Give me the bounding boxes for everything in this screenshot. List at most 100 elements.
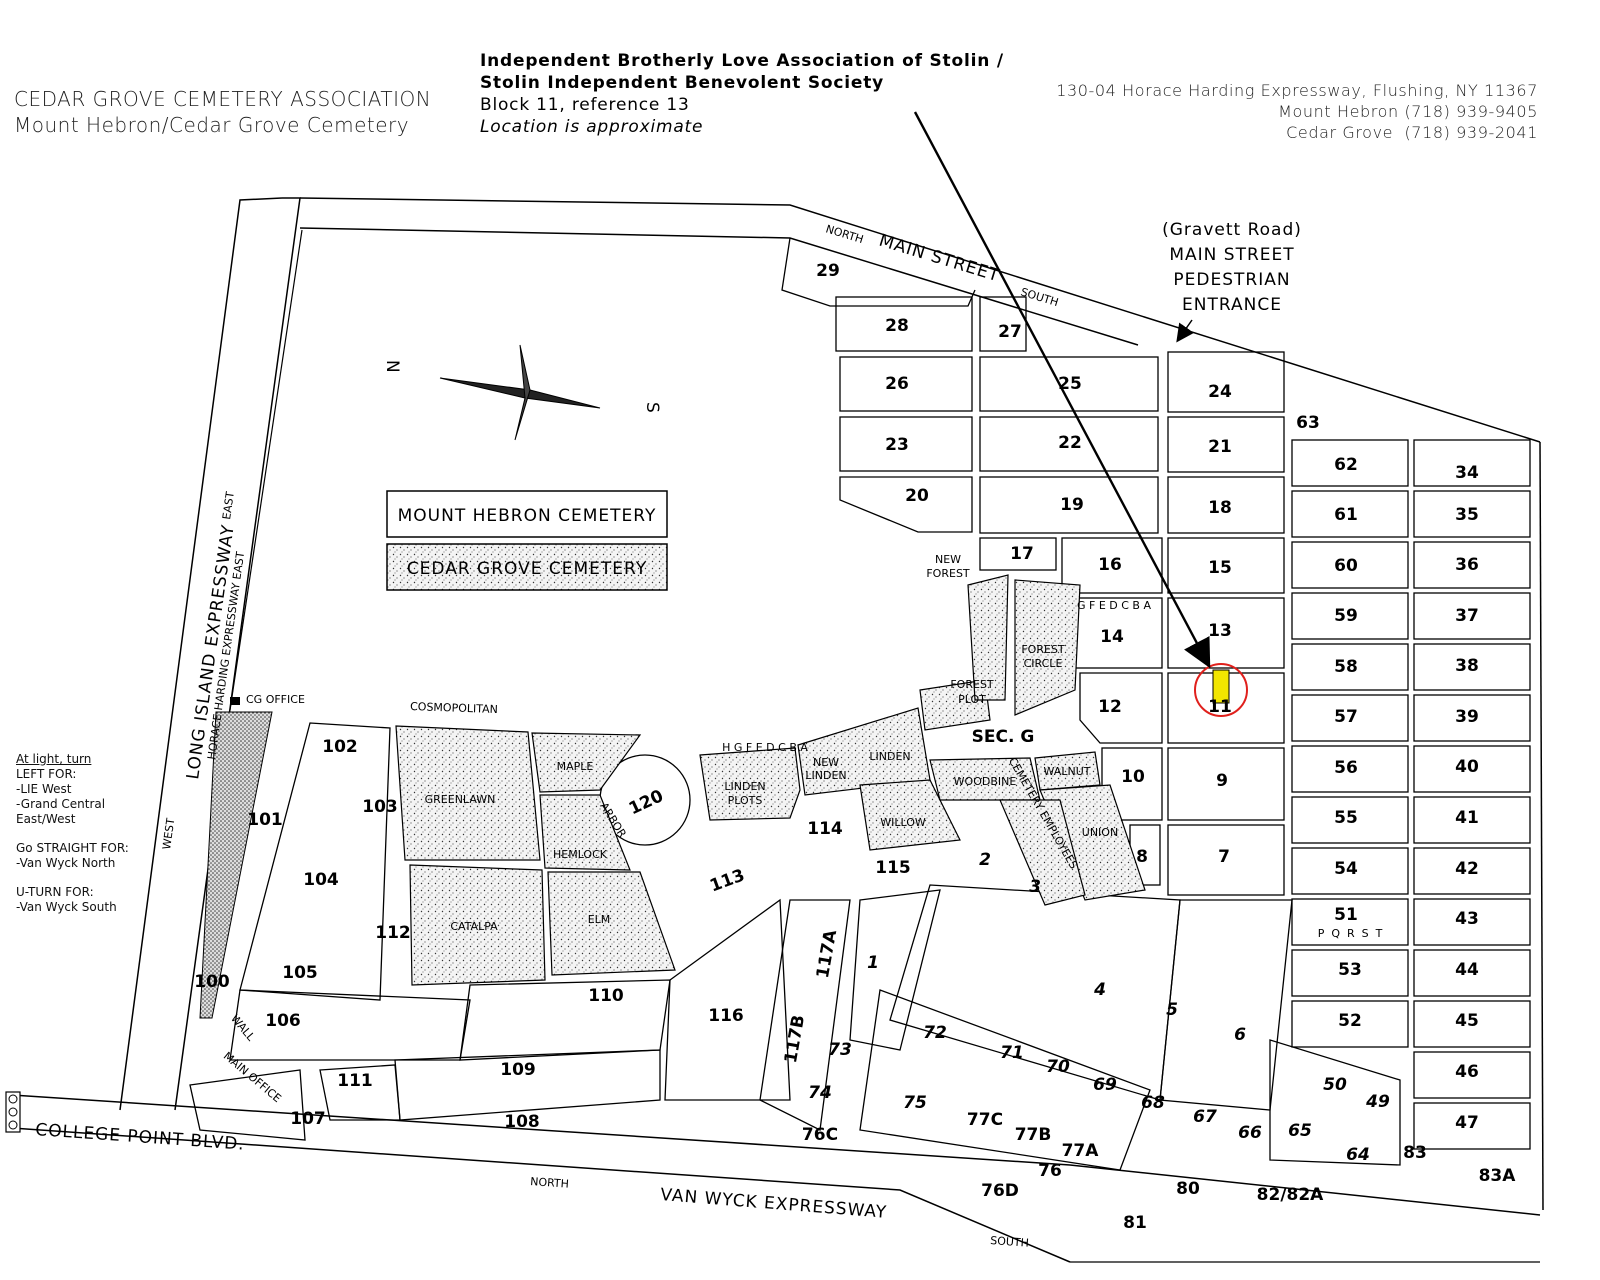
block-56: 56 [1334, 758, 1358, 778]
block-75: 75 [903, 1093, 927, 1113]
forest-plot-label-2: PLOT [958, 693, 986, 706]
new-forest-label-1: NEW [935, 553, 961, 566]
block-55: 55 [1334, 808, 1358, 828]
block-62: 62 [1334, 455, 1358, 475]
catalpa-label: CATALPA [450, 920, 498, 933]
block-49: 49 [1365, 1092, 1390, 1112]
cedar-grove-sections [395, 574, 1146, 986]
block-80: 80 [1176, 1179, 1200, 1199]
block-19: 19 [1060, 495, 1084, 515]
van-wyck-label: VAN WYCK EXPRESSWAY [660, 1185, 888, 1223]
new-linden-label-2: LINDEN [805, 769, 846, 782]
legend-mount-hebron-swatch [386, 490, 668, 538]
block-44: 44 [1455, 960, 1479, 980]
block-51: 51 [1334, 905, 1358, 925]
block-77b: 77B [1015, 1125, 1052, 1145]
legend-cedar-grove: CEDAR GROVE CEMETERY [407, 559, 647, 579]
block-71: 71 [1000, 1043, 1024, 1063]
block-8: 8 [1136, 847, 1148, 867]
block-81: 81 [1123, 1213, 1147, 1233]
block-13: 13 [1208, 621, 1232, 641]
block-64: 64 [1346, 1145, 1370, 1165]
block-28: 28 [885, 316, 909, 336]
new-forest-label-2: FOREST [926, 567, 970, 580]
block-60: 60 [1334, 556, 1358, 576]
directions: At light, turn LEFT FOR: -LIE West -Gran… [16, 752, 129, 915]
cedar-grove-phone: Cedar Grove (718) 939-2041 [1286, 123, 1538, 142]
block-83a: 83A [1479, 1166, 1517, 1186]
block-106: 106 [265, 1011, 301, 1031]
highlight-circle [1194, 663, 1248, 717]
block-74: 74 [808, 1083, 832, 1103]
block-83: 83 [1403, 1143, 1427, 1163]
block-72: 72 [923, 1023, 947, 1043]
block-104: 104 [303, 870, 339, 890]
block-53: 53 [1338, 960, 1362, 980]
block-labels: 29 28 27 26 25 24 23 22 21 20 19 18 17 1… [194, 261, 1516, 1233]
new-linden-label-1: NEW [813, 756, 839, 769]
block-outlines [189, 237, 1531, 1171]
block-107: 107 [290, 1109, 326, 1129]
compass-north: N [382, 360, 402, 374]
roads [5, 197, 1544, 1263]
block-65: 65 [1288, 1121, 1312, 1141]
hemlock-label: HEMLOCK [553, 848, 608, 861]
block-15: 15 [1208, 558, 1232, 578]
block-120: 120 [626, 786, 667, 819]
linden-plots-label-1: LINDEN [724, 780, 765, 793]
compass-rose: N S [382, 344, 662, 441]
lie-west-label: WEST [160, 817, 177, 850]
block-23: 23 [885, 435, 909, 455]
entrance-label-1: MAIN STREET [1169, 245, 1294, 265]
cg-office-icon [230, 697, 240, 705]
block-46: 46 [1455, 1062, 1479, 1082]
block-54: 54 [1334, 859, 1358, 879]
block-4: 4 [1093, 980, 1106, 1000]
block-116: 116 [708, 1006, 744, 1026]
block-5: 5 [1166, 1000, 1178, 1020]
block-59: 59 [1334, 606, 1358, 626]
compass-south: S [642, 402, 662, 414]
block-47: 47 [1455, 1113, 1479, 1133]
uturn-for: U-TURN FOR: [16, 885, 94, 899]
burial-title-line2: Stolin Independent Benevolent Society [480, 73, 885, 93]
college-point-label: COLLEGE POINT BLVD. [35, 1120, 246, 1155]
block-77c: 77C [967, 1110, 1003, 1130]
block-25: 25 [1058, 374, 1082, 394]
block-58: 58 [1334, 657, 1358, 677]
uturn-1: -Van Wyck South [16, 900, 117, 914]
block-76c: 76C [802, 1125, 838, 1145]
lie-east-label: EAST [220, 490, 237, 520]
directions-heading: At light, turn [16, 752, 92, 766]
block-38: 38 [1455, 656, 1479, 676]
block-66: 66 [1238, 1123, 1262, 1143]
block-82-82a: 82/82A [1257, 1185, 1325, 1205]
block-102: 102 [322, 737, 358, 757]
block-14: 14 [1100, 627, 1124, 647]
legend: MOUNT HEBRON CEMETERY CEDAR GROVE CEMETE… [386, 490, 668, 591]
block-110: 110 [588, 986, 624, 1006]
legend-cedar-grove-swatch [386, 543, 668, 591]
vw-south-label: SOUTH [990, 1234, 1030, 1250]
cg-office-label: CG OFFICE [246, 693, 305, 706]
block-6: 6 [1234, 1025, 1246, 1045]
block-76: 76 [1038, 1161, 1062, 1181]
block-67: 67 [1193, 1107, 1217, 1127]
block-40: 40 [1455, 757, 1479, 777]
block-52: 52 [1338, 1011, 1362, 1031]
block-73: 73 [828, 1040, 852, 1060]
block-117b: 117B [781, 1014, 809, 1065]
vw-north-label: NORTH [530, 1175, 570, 1191]
block-12: 12 [1098, 697, 1122, 717]
block-16: 16 [1098, 555, 1122, 575]
sec-g-label: SEC. G [972, 727, 1035, 747]
entrance-arrow [1176, 319, 1194, 343]
block-108: 108 [504, 1112, 540, 1132]
legend-mount-hebron: MOUNT HEBRON CEMETERY [398, 506, 657, 526]
block-101: 101 [247, 810, 283, 830]
union-label: UNION [1082, 826, 1118, 839]
left-for: LEFT FOR: [16, 767, 77, 781]
block-18: 18 [1208, 498, 1232, 518]
block-63: 63 [1296, 413, 1320, 433]
block-36: 36 [1455, 555, 1479, 575]
